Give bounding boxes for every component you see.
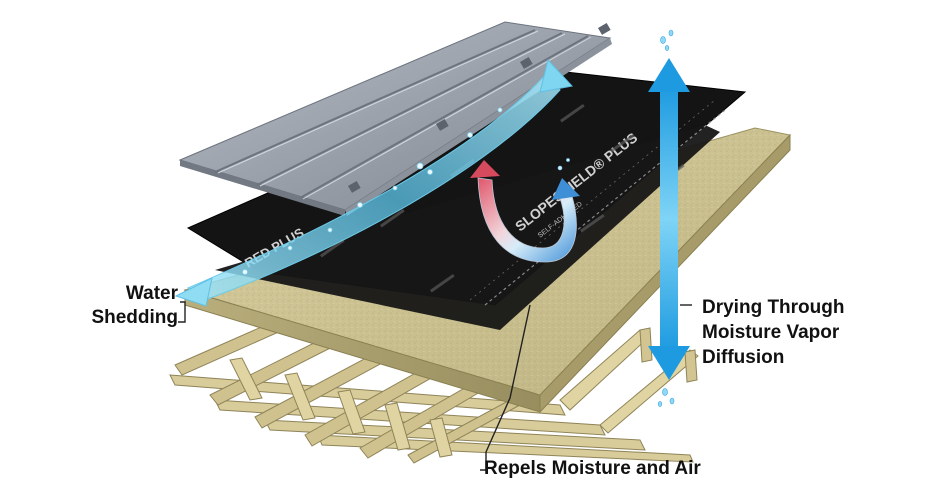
repel-arrow — [470, 158, 580, 263]
callout-drying-line1: Drying Through — [702, 297, 845, 318]
vapor-diffusion-arrow — [648, 29, 690, 407]
leader-lines — [178, 301, 692, 471]
callout-drying: Drying Through Moisture Vapor Diffusion — [702, 295, 844, 370]
callout-drying-line3: Diffusion — [702, 347, 785, 369]
callout-water-shedding: Water Shedding — [68, 282, 178, 330]
roof-trusses — [169, 309, 699, 464]
leader-repels — [480, 304, 531, 471]
callout-drying-line2: Moisture Vapor — [702, 322, 840, 344]
callout-water-line2: Shedding — [91, 306, 178, 328]
callout-water-line1: Water — [125, 283, 178, 304]
water-shedding-arrow — [174, 58, 573, 307]
leader-water-shedding — [178, 301, 186, 323]
callout-repels: Repels Moisture and Air — [484, 458, 701, 479]
